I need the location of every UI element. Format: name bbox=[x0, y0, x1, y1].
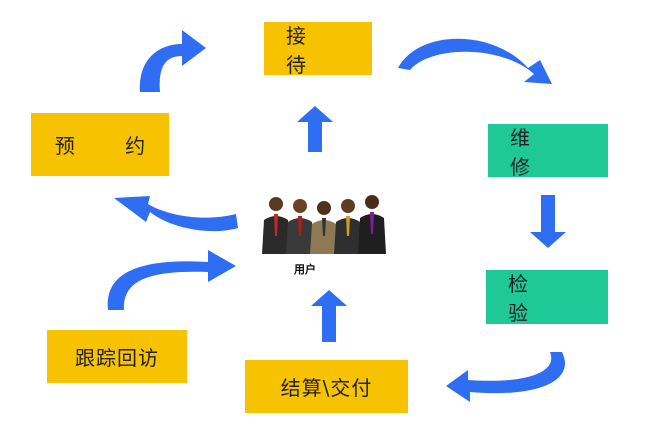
arrow-appointment-to-reception bbox=[139, 30, 206, 92]
node-inspect: 检 验 bbox=[486, 270, 608, 325]
arrow-reception-to-repair bbox=[398, 38, 552, 84]
person-1 bbox=[262, 197, 290, 254]
node-appointment: 预 约 bbox=[31, 113, 169, 176]
node-inspect-label: 检 验 bbox=[508, 272, 550, 325]
person-2 bbox=[286, 199, 314, 254]
node-settle-deliver: 结算\交付 bbox=[245, 360, 408, 413]
arrow-user-to-appointment bbox=[114, 196, 238, 232]
node-follow-up: 跟踪回访 bbox=[47, 330, 187, 383]
arrow-followup-to-user bbox=[107, 250, 236, 310]
arrow-settle-to-user bbox=[311, 290, 347, 342]
arrow-user-to-reception bbox=[297, 106, 333, 152]
user-group-illustration bbox=[262, 195, 386, 254]
arrow-repair-to-inspect bbox=[530, 195, 566, 248]
arrow-inspect-to-settle bbox=[446, 352, 565, 402]
person-3 bbox=[310, 201, 338, 254]
node-appointment-label: 预 约 bbox=[54, 134, 168, 158]
node-settle-label: 结算\交付 bbox=[280, 376, 373, 400]
node-reception: 接 待 bbox=[264, 22, 372, 77]
person-4 bbox=[334, 199, 362, 254]
person-5 bbox=[358, 195, 386, 254]
node-repair-label: 维 修 bbox=[510, 125, 552, 179]
node-reception-label: 接 待 bbox=[286, 23, 328, 77]
user-label: 用户 bbox=[294, 263, 316, 276]
node-followup-label: 跟踪回访 bbox=[75, 346, 159, 370]
node-repair: 维 修 bbox=[488, 124, 608, 179]
